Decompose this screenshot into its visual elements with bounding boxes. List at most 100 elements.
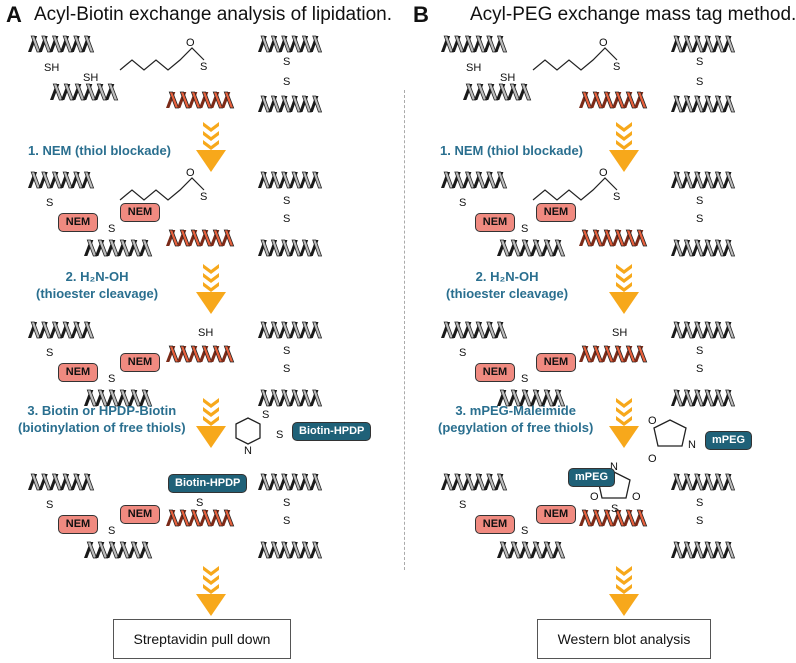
protein-helix — [671, 95, 736, 113]
nem-tag: NEM — [475, 515, 515, 534]
oxygen-atom: O — [599, 37, 608, 49]
sh-label: SH — [44, 62, 60, 74]
sulfur-atom: S — [696, 363, 703, 375]
sulfur-atom: S — [200, 61, 207, 73]
sulfur-atom: S — [276, 429, 283, 441]
sulfur-atom: S — [196, 497, 203, 509]
panel-divider — [404, 90, 405, 570]
nem-tag: NEM — [536, 505, 576, 524]
protein-helix — [441, 171, 508, 189]
protein-helix — [28, 35, 95, 53]
panel-b-title: Acyl-PEG exchange mass tag method. — [470, 4, 796, 25]
process-arrow — [196, 566, 226, 616]
sulfur-atom: S — [696, 76, 703, 88]
sulfur-atom: S — [459, 347, 466, 359]
palmitoylated-helix — [166, 509, 235, 527]
sulfur-atom: S — [108, 525, 115, 537]
palmitoylated-helix — [166, 91, 235, 109]
nitrogen-atom: N — [610, 461, 618, 473]
sulfur-atom: S — [283, 497, 290, 509]
sulfur-atom: S — [283, 515, 290, 527]
nem-tag: NEM — [475, 213, 515, 232]
oxygen-atom: O — [648, 453, 657, 465]
oxygen-atom: O — [648, 415, 657, 427]
panel-a-title: Acyl-Biotin exchange analysis of lipidat… — [34, 4, 393, 25]
pyridine-ring — [235, 417, 261, 445]
panel-a-step2-label: 2. H₂N-OH(thioester cleavage) — [36, 269, 159, 301]
protein-helix — [258, 473, 323, 491]
palmitoylated-helix — [579, 345, 648, 363]
protein-helix — [28, 321, 95, 339]
sulfur-atom: S — [46, 197, 53, 209]
sulfur-atom: S — [283, 76, 290, 88]
nem-tag: NEM — [120, 505, 160, 524]
maleimide-ring — [653, 419, 687, 447]
acyl-chain — [532, 47, 618, 71]
nem-tag: NEM — [475, 363, 515, 382]
nem-tag: NEM — [58, 213, 98, 232]
sulfur-atom: S — [696, 345, 703, 357]
sh-label: SH — [500, 72, 516, 84]
nem-tag: NEM — [120, 353, 160, 372]
sulfur-atom: S — [611, 503, 618, 515]
panel-b-letter: B — [413, 2, 429, 27]
nitrogen-atom: N — [688, 439, 696, 451]
nem-tag: NEM — [536, 203, 576, 222]
panel-a-step1-label: 1. NEM (thiol blockade) — [28, 143, 172, 158]
process-arrow — [609, 122, 639, 172]
oxygen-atom: O — [632, 491, 641, 503]
process-arrow — [196, 264, 226, 314]
sulfur-atom: S — [200, 191, 207, 203]
sulfur-atom: S — [696, 497, 703, 509]
panel-a-step3-label: 3. Biotin or HPDP-Biotin(biotinylation o… — [18, 403, 186, 435]
protein-helix — [497, 389, 566, 407]
nem-tag: NEM — [58, 515, 98, 534]
sulfur-atom: S — [283, 195, 290, 207]
protein-helix — [84, 239, 153, 257]
oxygen-atom: O — [186, 167, 195, 179]
sulfur-atom: S — [613, 191, 620, 203]
process-arrow — [609, 264, 639, 314]
sulfur-atom: S — [459, 499, 466, 511]
sulfur-atom: S — [108, 223, 115, 235]
protein-helix — [258, 541, 323, 559]
palmitoylated-helix — [166, 345, 235, 363]
sulfur-atom: S — [696, 56, 703, 68]
sulfur-atom: S — [283, 56, 290, 68]
protein-helix — [28, 473, 95, 491]
protein-helix — [463, 83, 532, 101]
sulfur-atom: S — [696, 213, 703, 225]
acyl-chain — [532, 177, 618, 201]
protein-helix — [441, 35, 508, 53]
acyl-chain — [119, 47, 205, 71]
biotin-hpdp-product-tag: Biotin-HPDP — [168, 474, 248, 493]
protein-helix — [84, 541, 153, 559]
palmitoylated-helix — [579, 509, 648, 527]
nem-tag: NEM — [120, 203, 160, 222]
sulfur-atom: S — [262, 409, 269, 421]
protein-helix — [258, 95, 323, 113]
protein-helix — [441, 321, 508, 339]
protein-helix — [50, 83, 119, 101]
sulfur-atom: S — [108, 373, 115, 385]
protein-helix — [258, 239, 323, 257]
biotin-hpdp-reagent-tag: Biotin-HPDP — [292, 422, 372, 441]
sh-label: SH — [466, 62, 482, 74]
oxygen-atom: O — [590, 491, 599, 503]
panel-a-letter: A — [6, 2, 22, 27]
sh-label: SH — [612, 327, 628, 339]
sulfur-atom: S — [521, 373, 528, 385]
sulfur-atom: S — [283, 345, 290, 357]
sulfur-atom: S — [521, 525, 528, 537]
mpeg-reagent-tag: mPEG — [705, 431, 753, 450]
protein-helix — [497, 541, 566, 559]
sulfur-atom: S — [46, 499, 53, 511]
process-arrow — [609, 398, 639, 448]
sulfur-atom: S — [696, 515, 703, 527]
palmitoylated-helix — [579, 229, 648, 247]
western-blot-analysis-box: Western blot analysis — [537, 619, 711, 659]
protein-helix — [84, 389, 153, 407]
sulfur-atom: S — [46, 347, 53, 359]
panel-b-step2-label: 2. H₂N-OH(thioester cleavage) — [446, 269, 569, 301]
protein-helix — [28, 171, 95, 189]
